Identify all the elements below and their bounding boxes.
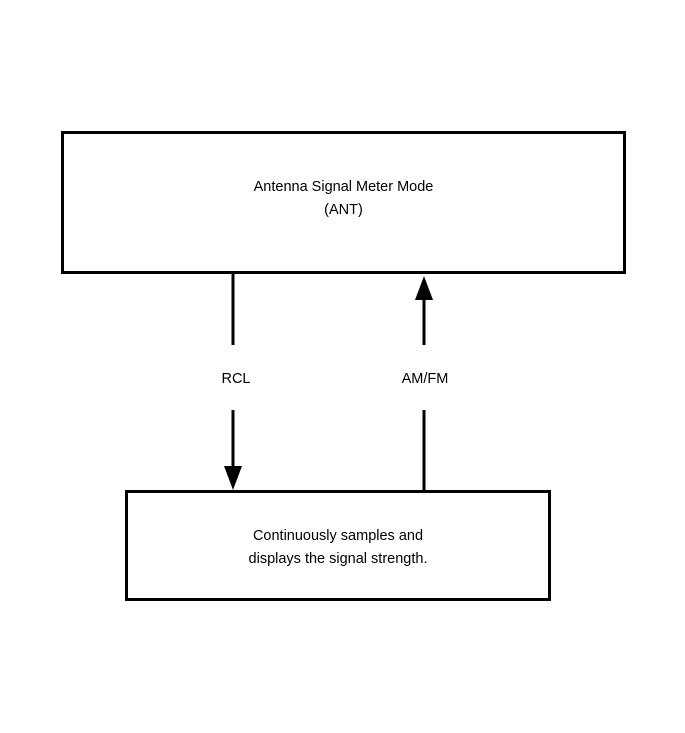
amfm-arrowhead — [415, 276, 433, 300]
bottom-box-text: Continuously samples and displays the si… — [128, 525, 548, 571]
bottom-box-line2: displays the signal strength. — [248, 551, 428, 567]
rcl-down-arrow — [224, 274, 242, 490]
antenna-signal-meter-mode-box: Antenna Signal Meter Mode (ANT) — [61, 131, 626, 274]
top-box-line1: Antenna Signal Meter Mode — [253, 179, 434, 195]
rcl-label: RCL — [221, 371, 251, 387]
signal-strength-display-box: Continuously samples and displays the si… — [125, 490, 551, 601]
amfm-up-arrow — [415, 276, 433, 490]
amfm-label: AM/FM — [401, 371, 449, 387]
top-box-text: Antenna Signal Meter Mode (ANT) — [64, 176, 623, 222]
bottom-box-line1: Continuously samples and — [252, 528, 424, 544]
rcl-arrowhead — [224, 466, 242, 490]
top-box-line2: (ANT) — [324, 202, 363, 218]
